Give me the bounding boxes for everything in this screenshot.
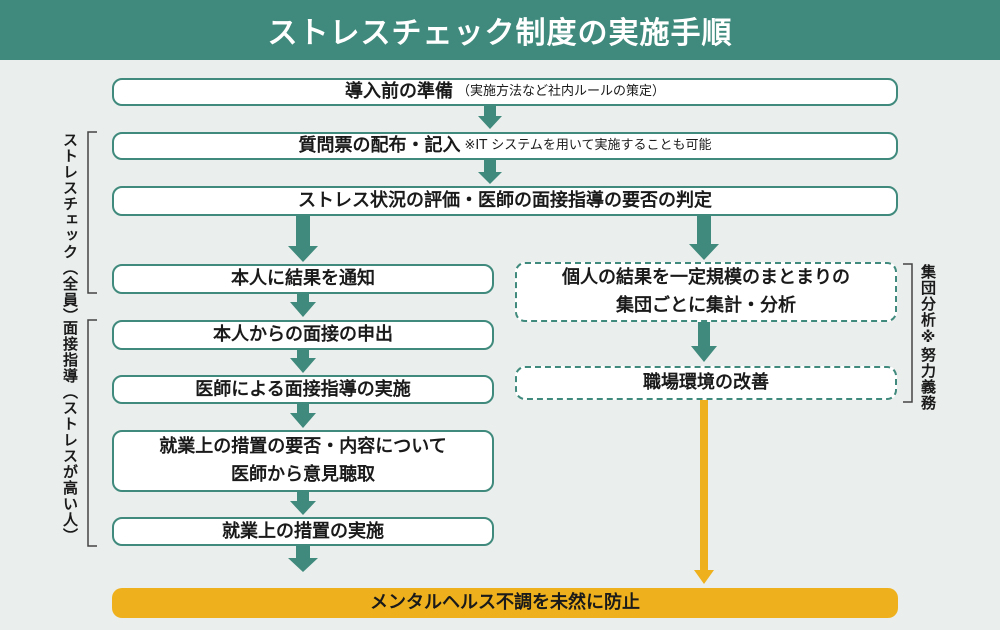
step-questionnaire-label: 質問票の配布・記入: [298, 135, 461, 157]
arrow-improve-goal-head: [694, 570, 714, 584]
goal-box: メンタルヘルス不調を未然に防止: [112, 588, 898, 618]
step-questionnaire-note: ※IT システムを用いて実施することも可能: [464, 137, 712, 153]
step-measures-label: 就業上の措置の実施: [222, 520, 384, 542]
step-improve: 職場環境の改善: [515, 366, 897, 400]
step-evaluation-label: ストレス状況の評価・医師の面接指導の要否の判定: [298, 190, 712, 212]
step-group-analysis: 個人の結果を一定規模のまとまりの 集団ごとに集計・分析: [515, 262, 897, 322]
goal-label: メンタルヘルス不調を未然に防止: [370, 592, 640, 614]
arrow-interview-opinion-head: [290, 413, 316, 428]
bracket-group: [903, 263, 913, 403]
side-label-stress-check: ストレスチェック（全員）: [61, 132, 79, 324]
step-interview: 医師による面接指導の実施: [112, 375, 494, 404]
step-prep: 導入前の準備（実施方法など社内ルールの策定）: [112, 78, 898, 106]
step-request: 本人からの面接の申出: [112, 320, 494, 350]
arrow-question-eval-head: [478, 172, 502, 184]
bracket-stress-check: [87, 131, 97, 294]
arrow-eval-notify-head: [288, 246, 318, 262]
arrow-notify-request-head: [290, 302, 316, 317]
step-interview-label: 医師による面接指導の実施: [195, 378, 411, 400]
step-group-line1: 個人の結果を一定規模のまとまりの: [562, 267, 850, 289]
arrow-eval-group-head: [689, 244, 719, 260]
arrow-question-eval-shaft: [484, 160, 496, 172]
step-opinion: 就業上の措置の要否・内容について 医師から意見聴取: [112, 430, 494, 492]
step-opinion-line2: 医師から意見聴取: [231, 464, 375, 485]
step-group-line2: 集団ごとに集計・分析: [616, 295, 796, 316]
arrow-opinion-measures-shaft: [297, 492, 309, 501]
arrow-eval-notify-shaft: [296, 216, 310, 246]
side-label-interview: 面接指導（ストレスが高い人）: [61, 320, 79, 544]
arrow-measures-goal-shaft: [296, 546, 310, 558]
step-measures: 就業上の措置の実施: [112, 517, 494, 546]
step-request-label: 本人からの面接の申出: [213, 324, 393, 346]
arrow-interview-opinion-shaft: [297, 404, 309, 413]
arrow-eval-group-shaft: [697, 216, 711, 244]
arrow-request-interview-shaft: [297, 350, 309, 358]
page-title: ストレスチェック制度の実施手順: [267, 16, 733, 51]
step-notify: 本人に結果を通知: [112, 264, 494, 294]
step-opinion-line1: 就業上の措置の要否・内容について: [159, 436, 447, 458]
arrow-prep-question-head: [478, 116, 502, 129]
bracket-interview: [87, 319, 97, 547]
step-notify-label: 本人に結果を通知: [231, 268, 375, 290]
step-improve-label: 職場環境の改善: [643, 372, 769, 394]
arrow-group-improve-shaft: [698, 322, 710, 346]
arrow-opinion-measures-head: [290, 501, 316, 515]
arrow-group-improve-head: [691, 346, 717, 362]
arrow-request-interview-head: [290, 358, 316, 373]
step-evaluation: ストレス状況の評価・医師の面接指導の要否の判定: [112, 186, 898, 216]
header: ストレスチェック制度の実施手順: [0, 0, 1000, 60]
step-prep-note: （実施方法など社内ルールの策定）: [456, 83, 665, 99]
side-label-group: 集団分析※努力義務: [919, 264, 937, 411]
arrow-measures-goal-head: [288, 558, 318, 572]
step-questionnaire: 質問票の配布・記入※IT システムを用いて実施することも可能: [112, 132, 898, 160]
step-prep-label: 導入前の準備: [344, 81, 453, 103]
arrow-notify-request-shaft: [297, 294, 309, 302]
arrow-improve-goal-shaft: [700, 400, 708, 570]
arrow-prep-question-shaft: [484, 106, 496, 116]
